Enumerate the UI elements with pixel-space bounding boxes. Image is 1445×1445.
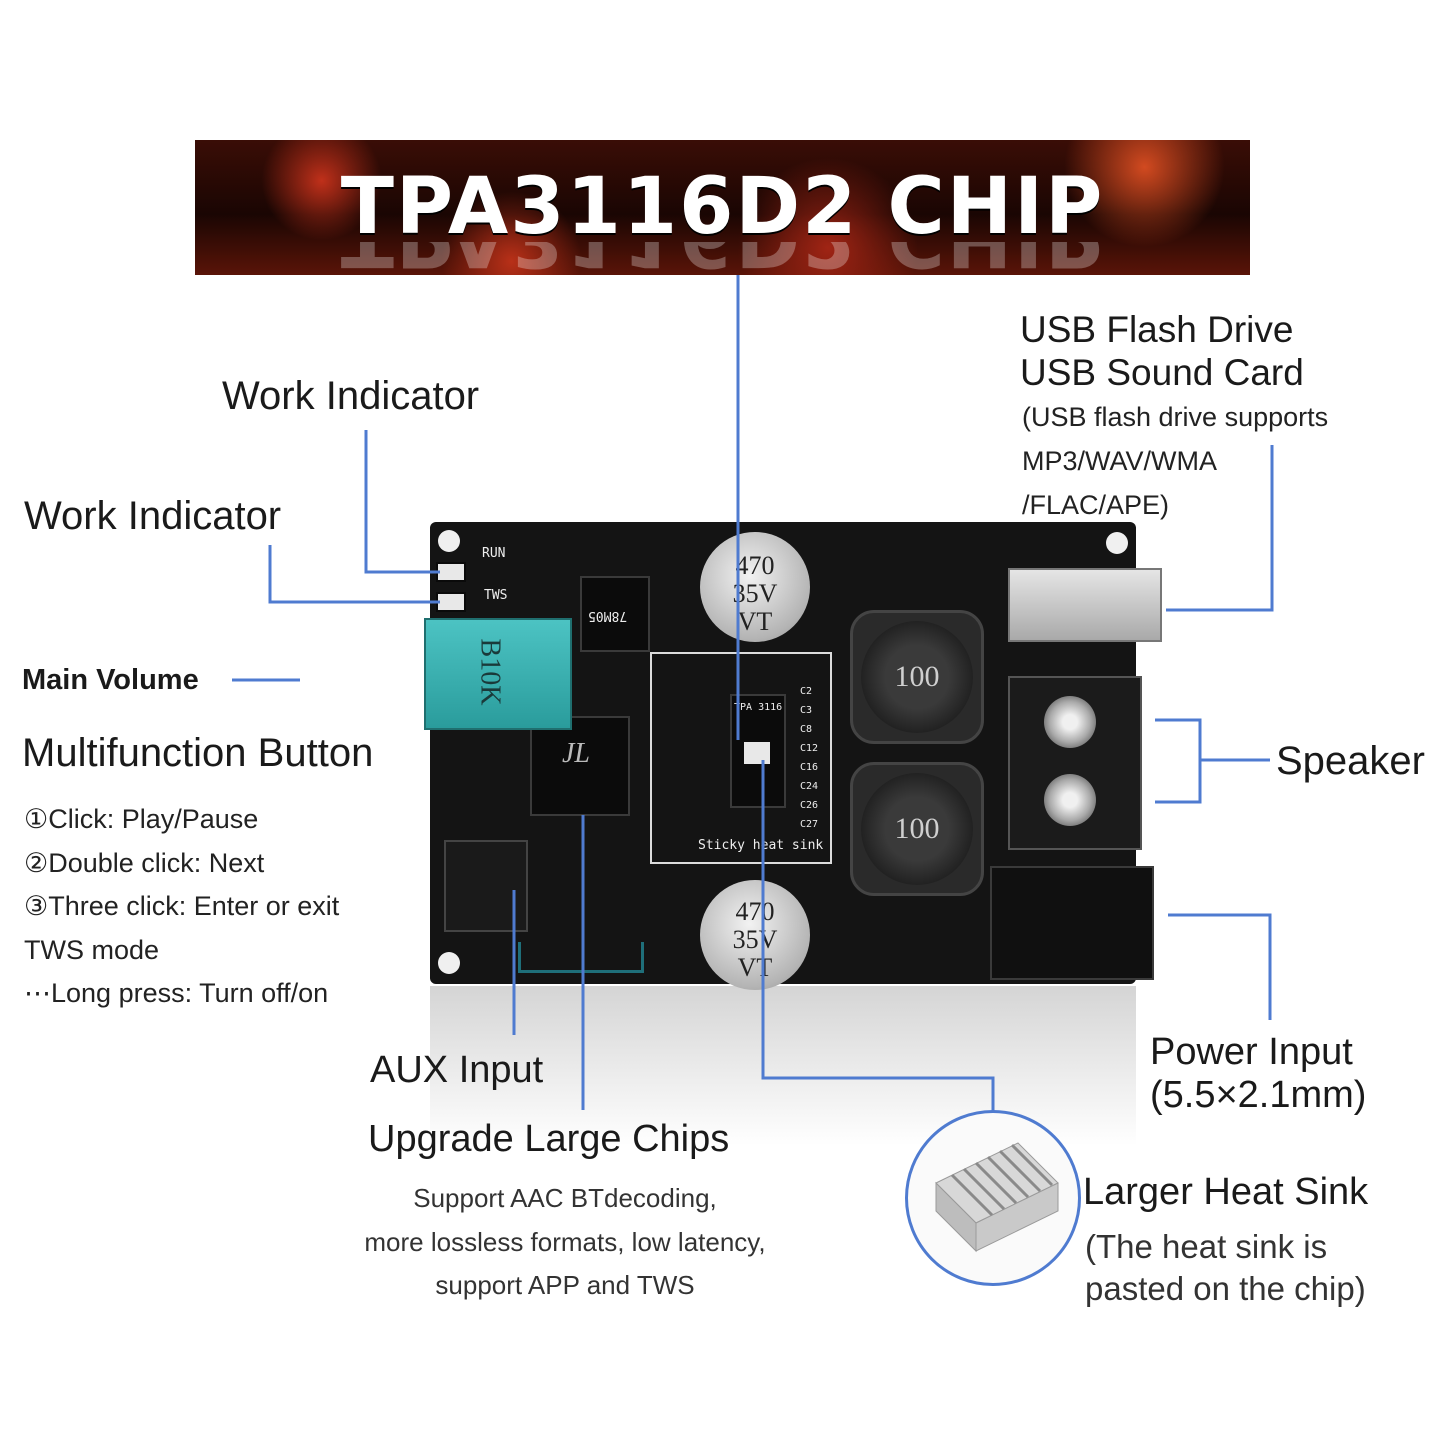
terminal-screw	[1044, 774, 1096, 826]
cap-marking: VT	[737, 607, 773, 636]
voltage-regulator: 78M05	[580, 576, 650, 652]
heat-sink-note: pasted on the chip)	[1085, 1270, 1366, 1307]
volume-potentiometer: B10K	[424, 618, 572, 730]
upgrade-note: more lossless formats, low latency,	[364, 1227, 766, 1257]
work-indicator-top-label: Work Indicator	[222, 374, 480, 418]
work-indicator-left-label: Work Indicator	[24, 494, 282, 538]
regulator-marking: 78M05	[588, 608, 628, 623]
speaker-bracket	[1155, 718, 1202, 804]
silk-heatsink: Sticky heat sink	[698, 838, 824, 853]
work-indicator-top-leader	[364, 430, 440, 574]
power-input-spec: (5.5×2.1mm)	[1150, 1074, 1367, 1116]
upgrade-chips-title: Upgrade Large Chips	[368, 1118, 730, 1160]
upgrade-note: support APP and TWS	[435, 1270, 695, 1300]
pot-marking: B10K	[474, 638, 506, 706]
cap-marking: 35V	[732, 925, 778, 954]
multifunction-title: Multifunction Button	[22, 731, 374, 775]
mount-hole	[438, 530, 460, 552]
mount-hole	[438, 952, 460, 974]
silk-tws: TWS	[484, 588, 508, 603]
title-banner: TPA3116D2 CHIP TPA3116D2 CHIP	[195, 140, 1250, 275]
banner-title-reflection: TPA3116D2 CHIP	[195, 242, 1250, 275]
multifunction-item: ③Three click: Enter or exit	[24, 891, 340, 921]
usb-port	[1008, 568, 1162, 642]
usb-label-line2: USB Sound Card	[1020, 352, 1304, 393]
amp-chip-marking: TPA 3116	[734, 702, 783, 713]
inductor: 100	[850, 610, 984, 744]
usb-note: /FLAC/APE)	[1022, 490, 1170, 520]
heat-sink-note: (The heat sink is	[1085, 1228, 1328, 1265]
electrolytic-capacitor: 470 35V VT	[700, 532, 810, 642]
thermal-pad	[744, 742, 770, 764]
cap-marking: 470	[735, 897, 775, 926]
amplifier-chip: TPA 3116	[730, 694, 786, 808]
silk-run: RUN	[482, 546, 506, 561]
inductor: 100	[850, 762, 984, 896]
dc-power-jack	[990, 866, 1154, 980]
aux-input-label: AUX Input	[370, 1049, 544, 1091]
banner-title: TPA3116D2 CHIP	[340, 162, 1105, 252]
tws-led	[436, 592, 466, 612]
electrolytic-capacitor: 470 35V VT	[700, 880, 810, 990]
heat-sink-icon	[935, 1142, 1059, 1253]
usb-note: (USB flash drive supports	[1022, 402, 1329, 432]
chip-logo: JL	[562, 738, 590, 769]
multifunction-item: ①Click: Play/Pause	[24, 804, 259, 834]
power-leader-line	[1168, 913, 1272, 1020]
main-volume-label: Main Volume	[22, 664, 199, 696]
heat-sink-callout	[905, 1110, 1081, 1286]
power-input-label: Power Input	[1150, 1031, 1353, 1073]
multifunction-item: TWS mode	[24, 935, 160, 965]
aux-jack	[444, 840, 528, 932]
heat-sink-title: Larger Heat Sink	[1083, 1171, 1369, 1213]
cap-marking: 470	[735, 551, 775, 580]
multifunction-item: ②Double click: Next	[24, 848, 265, 878]
usb-note: MP3/WAV/WMA	[1022, 446, 1217, 476]
speaker-terminal	[1008, 676, 1142, 850]
bluetooth-chip: JL	[530, 716, 630, 816]
work-indicator-left-leader	[268, 545, 440, 604]
amplifier-board: RUN TWS 78M05 470 35V VT 470 35V VT TPA …	[424, 522, 1162, 990]
inductor-coil: 100	[861, 773, 973, 885]
upgrade-note: Support AAC BTdecoding,	[413, 1183, 717, 1213]
cap-marking: VT	[737, 953, 773, 982]
run-led	[436, 562, 466, 582]
mount-hole	[1106, 532, 1128, 554]
inductor-coil: 100	[861, 621, 973, 733]
terminal-screw	[1044, 696, 1096, 748]
bt-antenna	[518, 942, 644, 973]
speaker-label: Speaker	[1276, 739, 1425, 783]
cap-marking: 35V	[732, 579, 778, 608]
usb-label-line1: USB Flash Drive	[1020, 309, 1294, 350]
multifunction-item: ⋯Long press: Turn off/on	[24, 978, 329, 1008]
